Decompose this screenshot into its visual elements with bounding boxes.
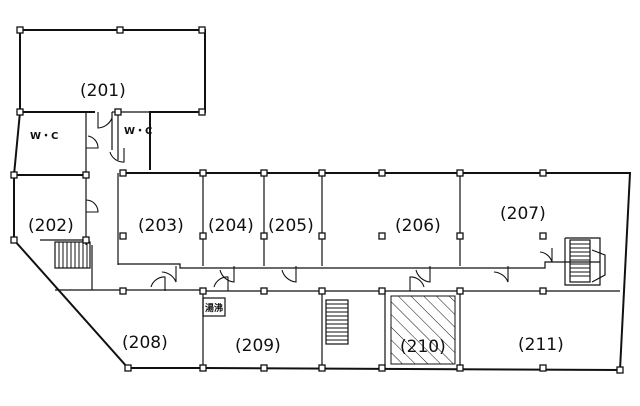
room-203-label: (203) — [138, 216, 184, 236]
stairs-202 — [54, 241, 91, 269]
columns — [10, 26, 624, 374]
room-210-label: (210) — [400, 337, 446, 357]
room-206-label: (206) — [395, 216, 441, 236]
kettle-room-box — [202, 297, 226, 317]
room-205-label: (205) — [268, 216, 314, 236]
doors — [85, 112, 553, 291]
room-208-label: (208) — [122, 333, 168, 353]
room-201-label: (201) — [80, 81, 126, 101]
room-202-label: (202) — [28, 216, 74, 236]
hatched-void-210 — [390, 295, 456, 365]
stairs-207 — [569, 239, 606, 283]
wc-right-label: W・C — [124, 126, 152, 137]
interior-walls — [40, 111, 620, 368]
wc-left-label: W・C — [30, 131, 58, 142]
stairs-209 — [325, 299, 349, 345]
room-209-label: (209) — [235, 336, 281, 356]
outer-walls — [13, 29, 632, 372]
room-207-label: (207) — [500, 204, 546, 224]
room-204-label: (204) — [208, 216, 254, 236]
room-211-label: (211) — [518, 335, 564, 355]
kettle-room-label: 湯沸 — [205, 302, 223, 314]
room-labels: (201) (202) (203) (204) (205) (206) (207… — [28, 81, 564, 357]
